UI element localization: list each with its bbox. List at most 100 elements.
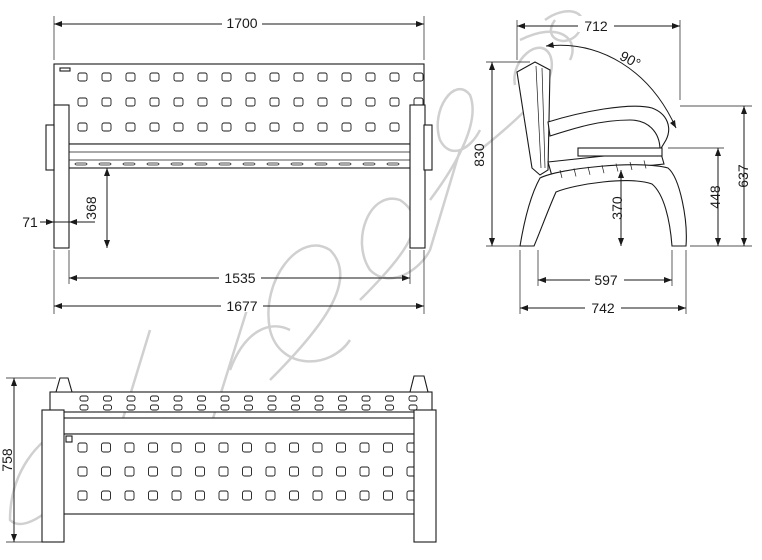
backrest-hole bbox=[359, 490, 370, 501]
backrest-hole bbox=[125, 72, 136, 82]
side-view bbox=[516, 61, 687, 247]
backrest-hole bbox=[77, 442, 88, 453]
label-overall-length: 1700 bbox=[226, 15, 257, 31]
front-backrest-panel bbox=[53, 63, 425, 145]
backrest-hole bbox=[341, 122, 352, 132]
rear-seat-rail bbox=[53, 417, 425, 435]
backrest-hole bbox=[124, 442, 135, 453]
backrest-hole bbox=[221, 97, 232, 107]
backrest-hole bbox=[125, 97, 136, 107]
backrest-hole bbox=[317, 122, 328, 132]
seat-slot bbox=[338, 162, 352, 166]
backrest-hole bbox=[101, 442, 111, 453]
seat-slot bbox=[98, 162, 112, 166]
backrest-hole bbox=[269, 97, 280, 107]
top-rail-hole bbox=[408, 404, 418, 411]
backrest-hole bbox=[359, 466, 370, 477]
seat-slat bbox=[601, 165, 605, 174]
top-rail-hole bbox=[173, 395, 183, 402]
top-rail-hole bbox=[126, 395, 136, 402]
side-seat-cushion bbox=[577, 147, 663, 157]
seat-slot bbox=[122, 162, 136, 166]
backrest-hole bbox=[124, 466, 135, 477]
backrest-hole bbox=[218, 442, 229, 453]
label-backrest-angle: 90° bbox=[617, 48, 643, 72]
backrest-hole bbox=[101, 72, 112, 82]
rear-top-rail bbox=[49, 391, 433, 413]
label-seat-depth: 597 bbox=[594, 272, 618, 288]
backrest-hole bbox=[101, 466, 111, 477]
backrest-hole bbox=[389, 122, 400, 132]
backrest-hole bbox=[365, 122, 376, 132]
top-rail-hole bbox=[150, 404, 159, 411]
backrest-hole bbox=[195, 490, 205, 501]
top-rail-hole bbox=[267, 404, 277, 411]
backrest-hole bbox=[171, 466, 182, 477]
backrest-hole bbox=[245, 97, 256, 107]
seat-slot bbox=[290, 162, 304, 166]
label-side-depth-top: 712 bbox=[584, 18, 608, 34]
backrest-hole bbox=[149, 72, 160, 82]
top-rail-hole bbox=[291, 404, 300, 411]
dim-backrest-height: 830 bbox=[471, 61, 530, 247]
backrest-hole bbox=[149, 122, 160, 132]
backrest-hole bbox=[289, 442, 299, 453]
label-seat-height-front: 368 bbox=[83, 196, 99, 220]
backrest-hole bbox=[218, 466, 229, 477]
label-backrest-height: 830 bbox=[471, 143, 487, 167]
backrest-hole bbox=[413, 72, 424, 82]
top-rail-hole bbox=[244, 404, 253, 411]
rear-label-plate bbox=[65, 435, 73, 443]
top-rail-hole bbox=[408, 395, 418, 402]
backrest-hole bbox=[312, 466, 323, 477]
rear-backrest-holes bbox=[77, 442, 417, 501]
backrest-hole bbox=[289, 490, 299, 501]
backrest-hole bbox=[312, 442, 323, 453]
label-leg-width: 71 bbox=[22, 214, 38, 230]
backrest-hole bbox=[124, 490, 135, 501]
rear-left-leg bbox=[41, 409, 65, 543]
backrest-hole bbox=[265, 490, 276, 501]
seat-slot bbox=[170, 162, 184, 166]
front-right-leg bbox=[409, 104, 426, 249]
seat-slot bbox=[314, 162, 328, 166]
dim-outer-length: 1677 bbox=[53, 250, 425, 314]
backrest-hole bbox=[242, 442, 252, 453]
top-rail-hole bbox=[173, 404, 183, 411]
backrest-hole bbox=[125, 122, 136, 132]
top-rail-hole bbox=[314, 404, 324, 411]
top-rail-hole bbox=[79, 395, 89, 402]
label-inner-length: 1535 bbox=[224, 270, 255, 286]
side-frame-legs bbox=[519, 164, 687, 247]
top-rail-hole bbox=[244, 395, 253, 402]
front-left-leg bbox=[53, 104, 70, 249]
seat-slat bbox=[615, 163, 619, 172]
backrest-hole bbox=[101, 490, 111, 501]
front-seat-slots bbox=[74, 162, 424, 166]
backrest-hole bbox=[383, 442, 393, 453]
side-seat-slats bbox=[559, 160, 647, 179]
front-logo-plate bbox=[59, 67, 71, 72]
backrest-hole bbox=[312, 490, 323, 501]
backrest-hole bbox=[218, 490, 229, 501]
backrest-hole bbox=[242, 466, 252, 477]
dim-overall-depth: 742 bbox=[519, 250, 687, 316]
backrest-hole bbox=[365, 97, 376, 107]
backrest-hole bbox=[101, 122, 112, 132]
top-rail-hole bbox=[126, 404, 136, 411]
top-rail-hole bbox=[267, 395, 277, 402]
dim-armrest-height: 448 bbox=[668, 147, 724, 246]
dim-overall-height: 637 bbox=[680, 105, 752, 247]
seat-slat bbox=[587, 166, 591, 175]
top-rail-hole bbox=[338, 395, 347, 402]
seat-slat bbox=[629, 161, 633, 171]
backrest-hole bbox=[197, 97, 208, 107]
backrest-hole bbox=[293, 122, 304, 132]
rear-view bbox=[41, 375, 437, 543]
backrest-hole bbox=[221, 122, 232, 132]
top-rail-hole bbox=[79, 404, 89, 411]
backrest-hole bbox=[101, 97, 112, 107]
seat-slot bbox=[266, 162, 280, 166]
